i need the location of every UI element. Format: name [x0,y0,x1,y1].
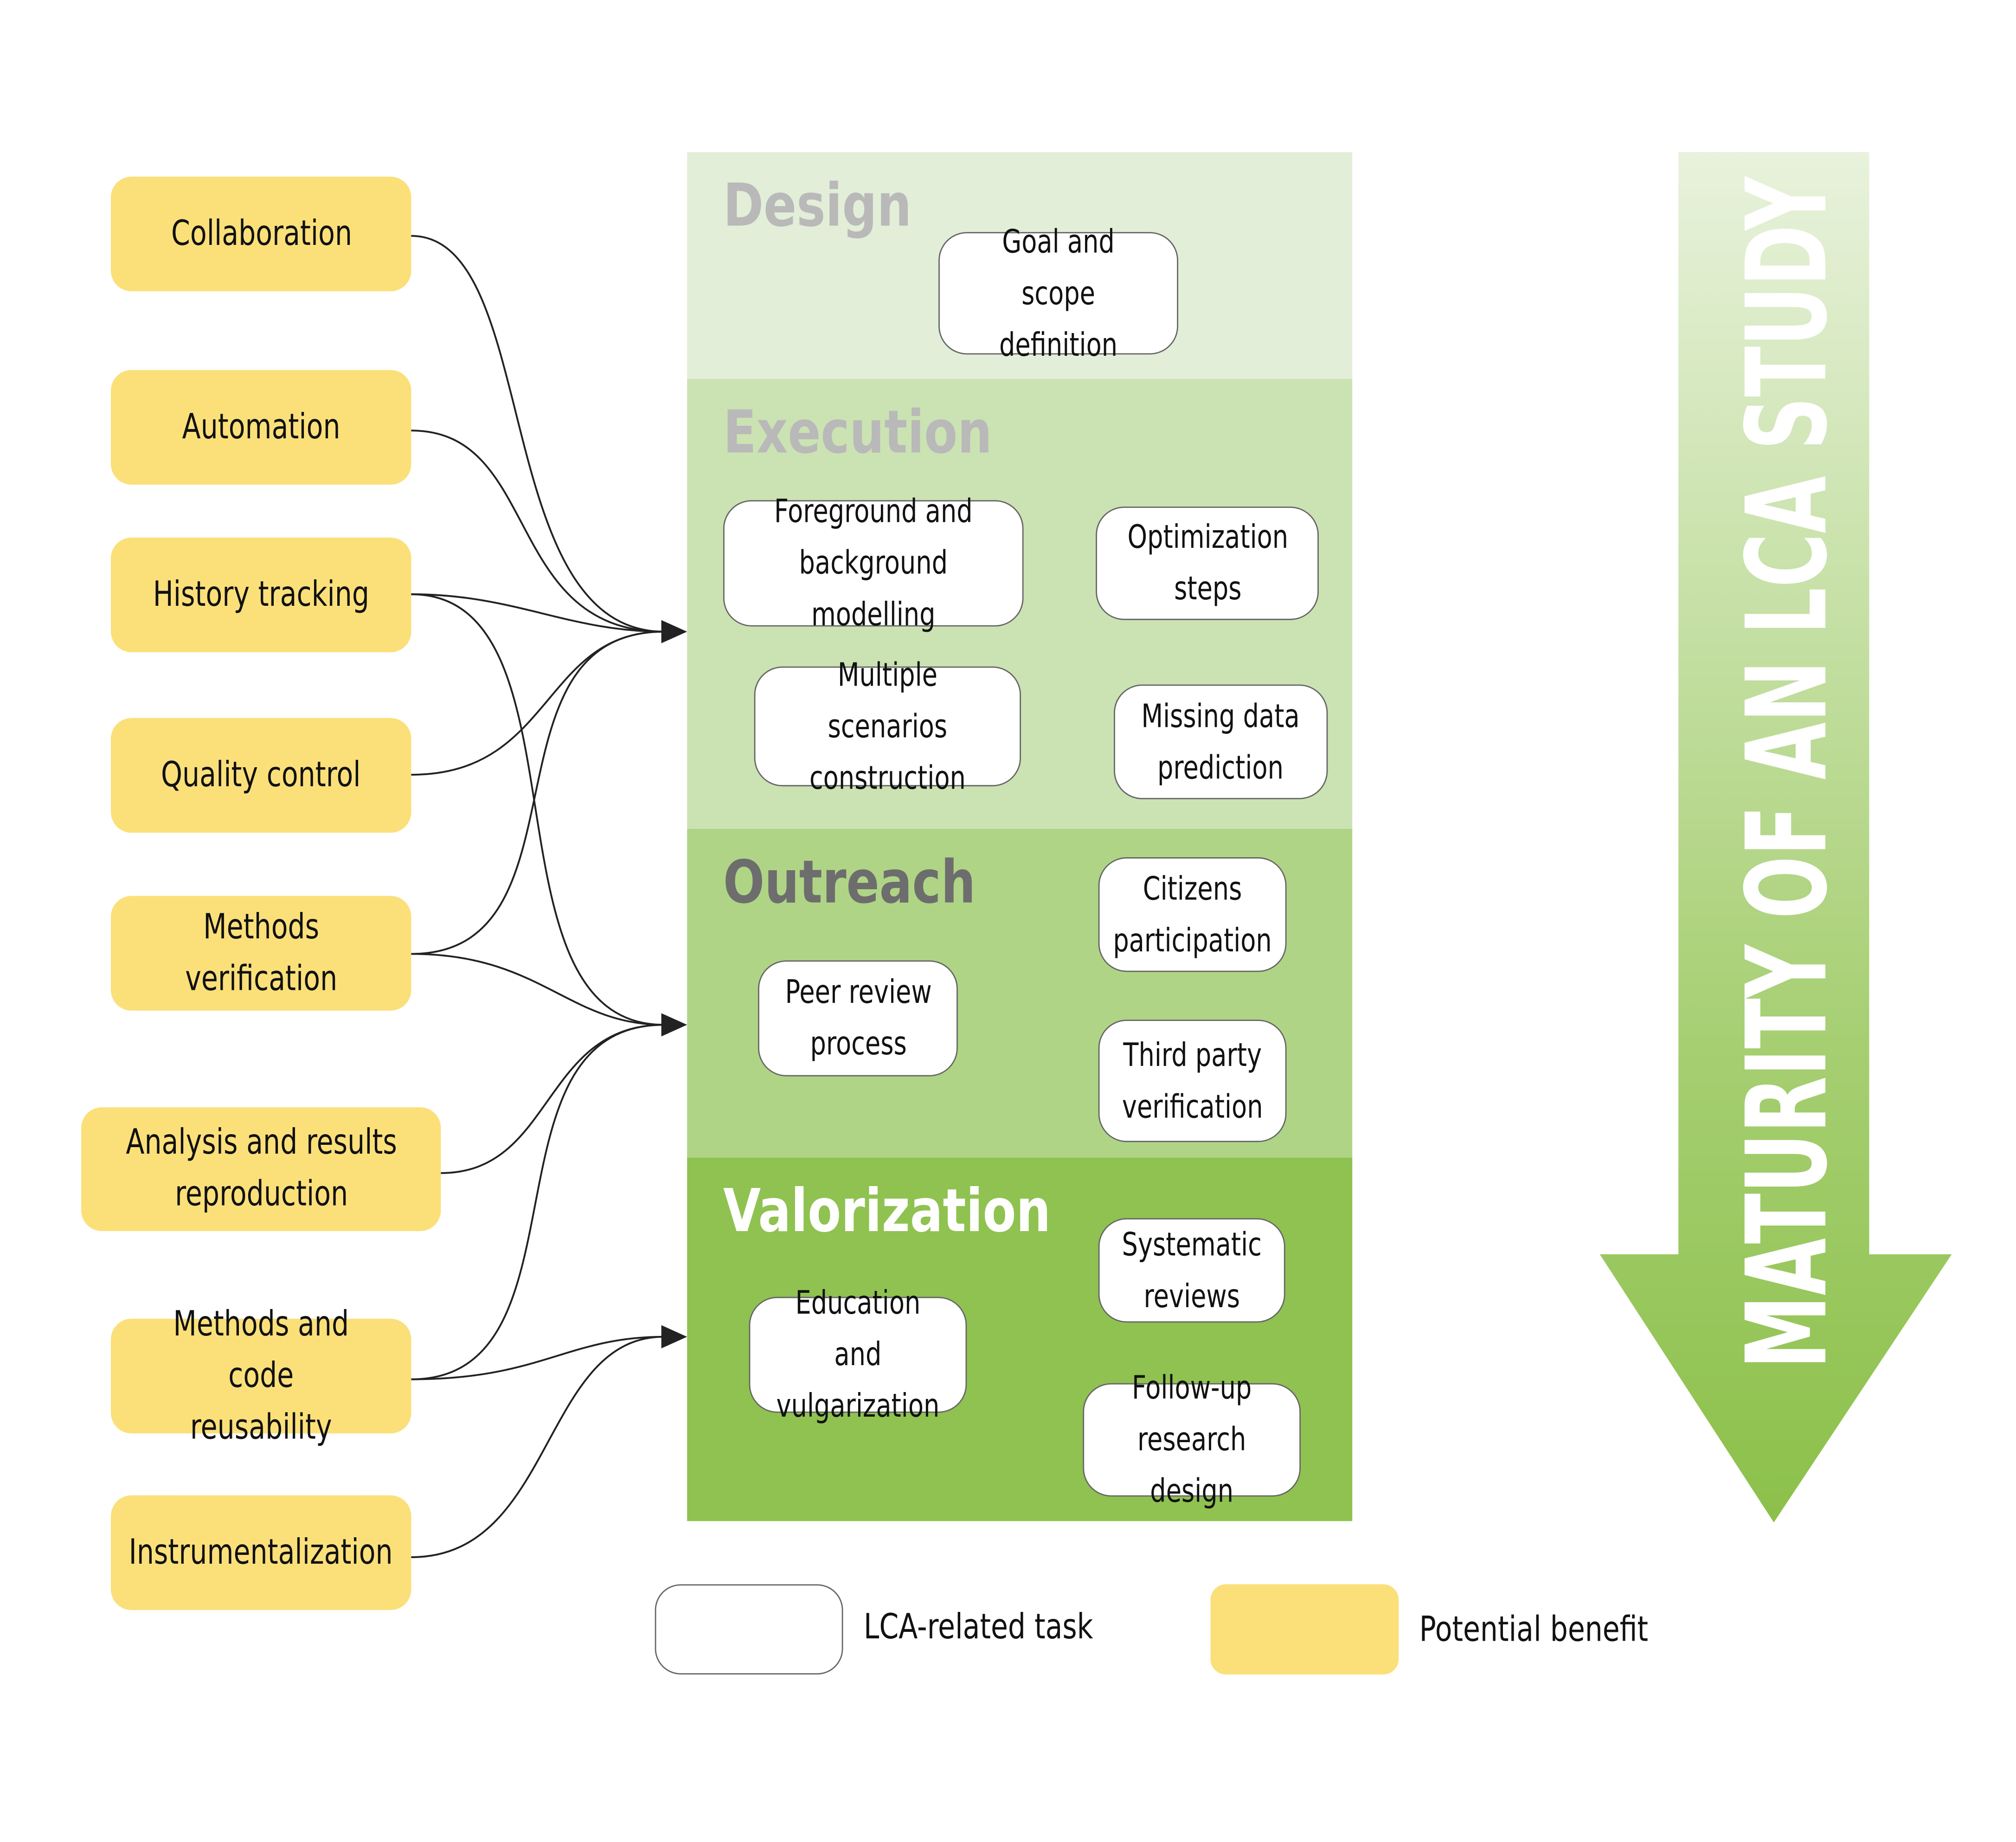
connector-analysis-outreach [441,1024,664,1174]
task-optimization: Optimization steps [1096,507,1319,620]
legend-benefit-swatch [1210,1584,1399,1675]
benefit-collaboration: Collaboration [110,176,411,292]
phase-valorization-title: Valorization [723,1175,1051,1245]
task-followup-research: Follow-up research design [1083,1369,1301,1509]
task-goal-scope: Goal and scope definition [938,222,1179,363]
legend-benefit-label: Potential benefit [1419,1610,1649,1650]
benefit-history-tracking: History tracking [110,537,411,653]
arrowhead-outreach [661,1013,687,1037]
phase-execution-title: Execution [723,397,992,467]
legend-task-swatch [655,1584,843,1675]
benefit-instrumentalization: Instrumentalization [110,1495,411,1610]
connector-reusability-valorization [411,1335,664,1380]
task-third-party-verification: Third party verification [1098,1020,1287,1142]
benefit-analysis-reproduction: Analysis and results reproduction [81,1107,441,1231]
task-education-vulgarization: Education and vulgarization [749,1284,967,1425]
connector-history-outreach [411,593,664,1026]
task-systematic-reviews: Systematic reviews [1098,1218,1285,1323]
connector-methodsverif-execution [411,630,664,955]
benefit-methods-verification: Methods verification [110,896,411,1011]
connector-quality-execution [411,630,664,776]
legend-task-label: LCA-related task [863,1607,1093,1648]
maturity-arrow-label: MATURITY OF AN LCA STUDY [1723,176,1852,1369]
arrowhead-execution [661,620,687,643]
connector-collaboration-execution [411,235,664,633]
task-multiple-scenarios: Multiple scenarios construction [754,655,1021,796]
task-citizens-participation: Citizens participation [1098,857,1287,972]
connector-reusability-outreach [411,1024,664,1380]
task-foreground-background: Foreground and background modelling [723,493,1024,633]
benefit-code-reusability: Methods and code reusability [110,1304,411,1447]
phase-design-title: Design [723,170,912,240]
maturity-arrow: MATURITY OF AN LCA STUDY [1599,152,1952,1522]
benefit-automation: Automation [110,370,411,485]
task-missing-data: Missing data prediction [1114,684,1328,799]
connector-automation-execution [411,430,664,633]
maturity-arrow-shape [1599,152,1952,1522]
connector-instrumentalization-valorization [411,1335,664,1558]
arrowhead-valorization [661,1325,687,1348]
connector-methodsverif-outreach [411,953,664,1026]
connector-history-execution [411,593,664,633]
task-peer-review: Peer review process [758,960,958,1077]
phase-outreach-title: Outreach [723,847,976,917]
benefit-quality-control: Quality control [110,718,411,833]
